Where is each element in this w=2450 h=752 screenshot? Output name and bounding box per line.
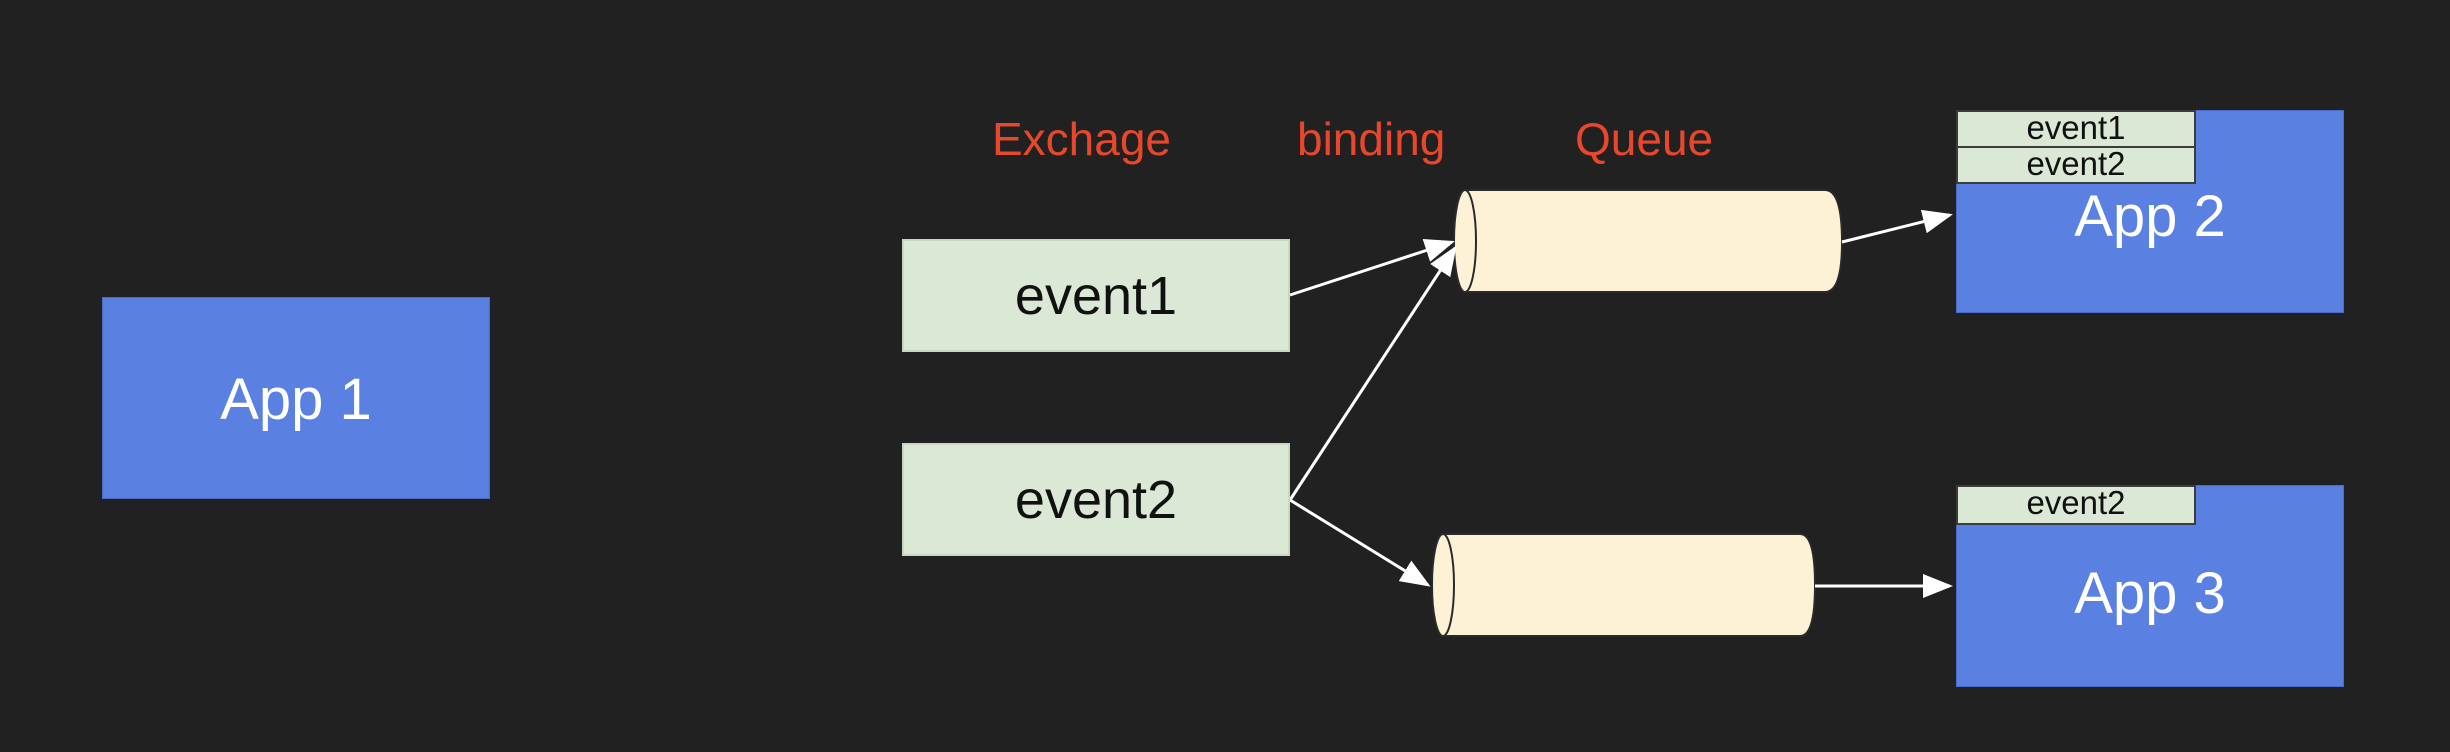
- app3-received-event2: event2: [1956, 485, 2196, 525]
- app1-box: App 1: [102, 297, 490, 499]
- app1-label: App 1: [220, 367, 372, 432]
- app2-received-event2: event2: [1956, 146, 2196, 184]
- app2-label: App 2: [2074, 184, 2226, 249]
- header-exchange: Exchage: [992, 113, 1172, 165]
- header-binding: binding: [1297, 113, 1446, 165]
- header-queue: Queue: [1575, 113, 1714, 165]
- app3-label: App 3: [2074, 561, 2226, 626]
- queue-bottom: [1431, 533, 1817, 637]
- binding-arrow-event2-queue-top: [1288, 245, 1457, 501]
- exchange-event1-box: event1: [902, 239, 1290, 352]
- arrow-queue-top-to-app2: [1841, 209, 1953, 244]
- app2-received-event1: event1: [1956, 110, 2196, 148]
- binding-arrow-event1-queue-top: [1289, 238, 1455, 297]
- exchange-event2-box: event2: [902, 443, 1290, 556]
- queue-top: [1453, 189, 1844, 293]
- binding-arrow-event2-queue-bottom: [1289, 498, 1431, 587]
